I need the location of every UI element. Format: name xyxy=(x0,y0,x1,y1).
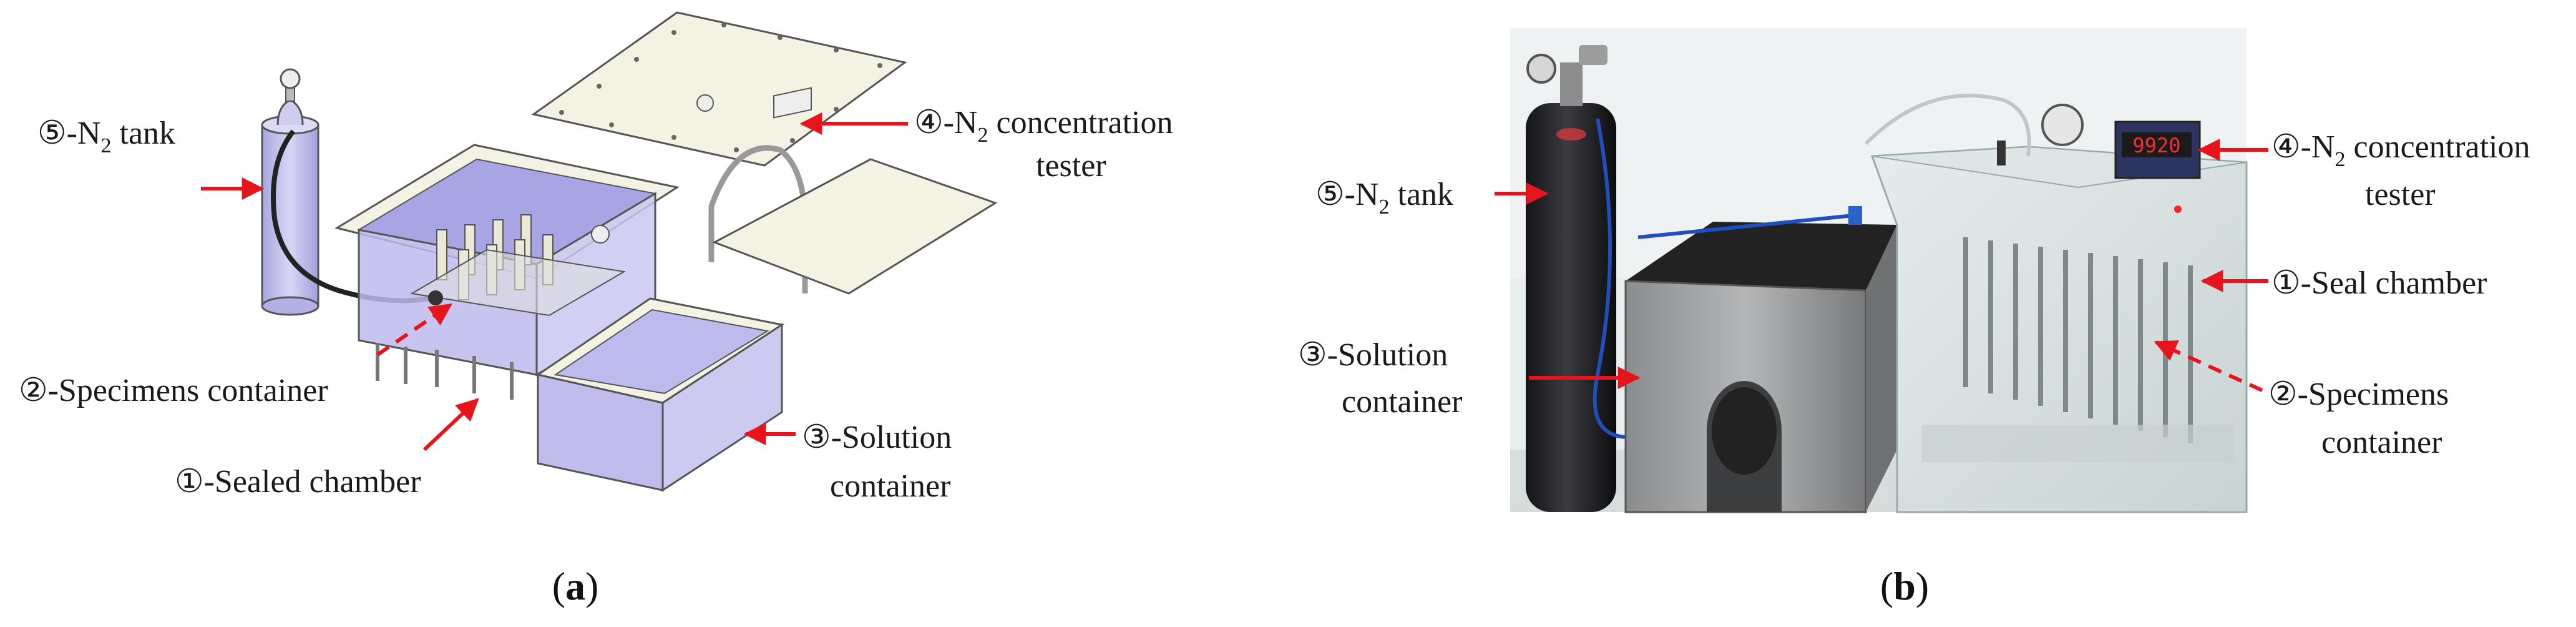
label-tester-b: ④-N2 concentration xyxy=(2271,129,2530,171)
label-solution-a-line1: ③-Solution xyxy=(802,420,952,455)
arrow-sealed-a xyxy=(422,398,479,452)
caption-b: (b) xyxy=(1880,564,1929,608)
label-tester-b-line2: tester xyxy=(2365,177,2436,212)
label-tester-a: ④-N2 concentration xyxy=(914,105,1173,147)
solution-container-photo xyxy=(1624,222,1897,513)
panel-b-arrows xyxy=(1495,139,2268,392)
seal-chamber-photo xyxy=(1864,94,2248,513)
label-solution-b-line1: ③-Solution xyxy=(1298,337,1448,373)
sealed-chamber-drawing xyxy=(334,144,680,400)
arrow-specimens-b xyxy=(2154,340,2263,392)
panel-a-illustration xyxy=(261,11,998,492)
tester-display-reading: 9920 xyxy=(2132,134,2180,157)
n2-tank-photo xyxy=(1526,45,1629,512)
n2-tank-drawing xyxy=(261,68,437,316)
arrow-specimens-a xyxy=(376,303,452,357)
label-specimens-b-line2: container xyxy=(2321,425,2442,460)
label-tester-a-line2: tester xyxy=(1036,148,1106,184)
label-n2-tank-b: ⑤-N2 tank xyxy=(1315,177,1453,219)
label-solution-b-line2: container xyxy=(1342,384,1462,420)
solution-container-drawing xyxy=(535,297,784,492)
label-solution-a-line2: container xyxy=(830,468,950,504)
plate-drawing xyxy=(712,158,998,295)
caption-a: (a) xyxy=(552,564,599,608)
lid-drawing xyxy=(531,11,907,167)
label-specimens-a: ②-Specimens container xyxy=(19,373,328,408)
label-sealed-a: ①-Sealed chamber xyxy=(175,464,421,500)
panel-b-photo: 9920 xyxy=(1510,28,2248,513)
label-n2-tank-a: ⑤-N2 tank xyxy=(37,116,175,157)
label-seal-b: ①-Seal chamber xyxy=(2271,265,2487,301)
panel-a-arrows xyxy=(201,112,908,452)
label-specimens-b-line1: ②-Specimens xyxy=(2268,377,2449,412)
